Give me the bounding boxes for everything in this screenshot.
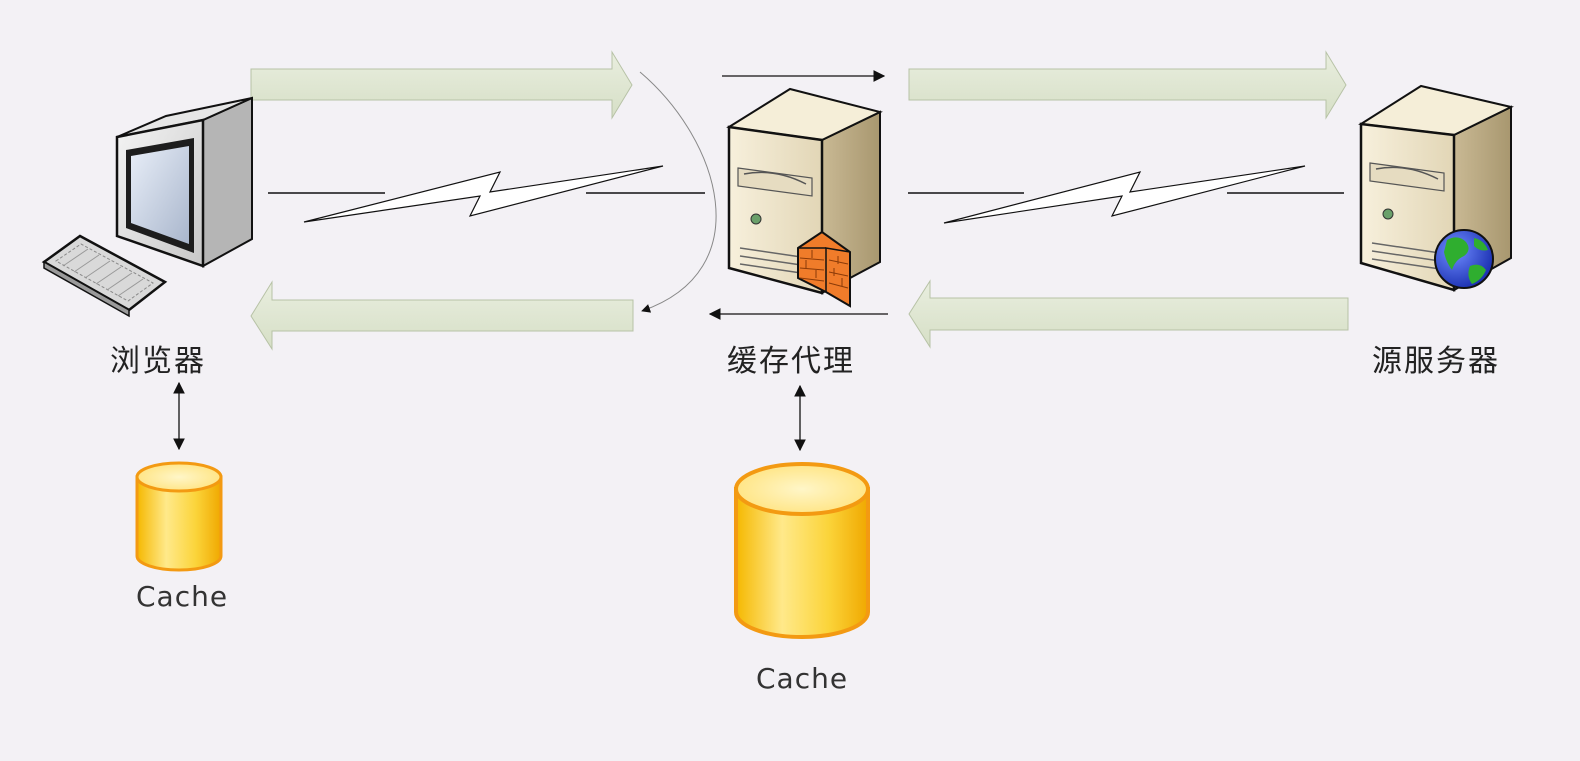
- cache-hit-curve: [639, 71, 717, 313]
- browser-cache-label: Cache: [136, 580, 229, 613]
- request-arrow-proxy-to-origin: [908, 50, 1347, 120]
- proxy-server-icon: [726, 87, 883, 308]
- network-link-browser-proxy: [268, 165, 705, 223]
- response-arrow-origin-to-proxy: [908, 279, 1349, 349]
- lightning-bolt-icon: [943, 165, 1306, 224]
- lightning-bolt-icon: [303, 165, 664, 223]
- proxy-label: 缓存代理: [727, 344, 855, 379]
- globe-icon: [1434, 229, 1494, 289]
- keyboard-icon: [41, 234, 168, 318]
- proxy-cache-label: Cache: [756, 662, 849, 695]
- origin-server-icon: [1358, 84, 1514, 292]
- browser-label: 浏览器: [110, 344, 206, 379]
- proxy-cache-cylinder-icon: [734, 462, 870, 639]
- browser-cache-cylinder-icon: [135, 461, 223, 572]
- network-link-proxy-origin: [908, 165, 1344, 224]
- origin-label: 源服务器: [1372, 344, 1500, 379]
- browser-computer-icon: [41, 96, 253, 318]
- request-arrow-browser-to-proxy: [250, 50, 633, 120]
- firewall-icon: [797, 230, 851, 308]
- response-arrow-proxy-to-browser: [250, 280, 634, 351]
